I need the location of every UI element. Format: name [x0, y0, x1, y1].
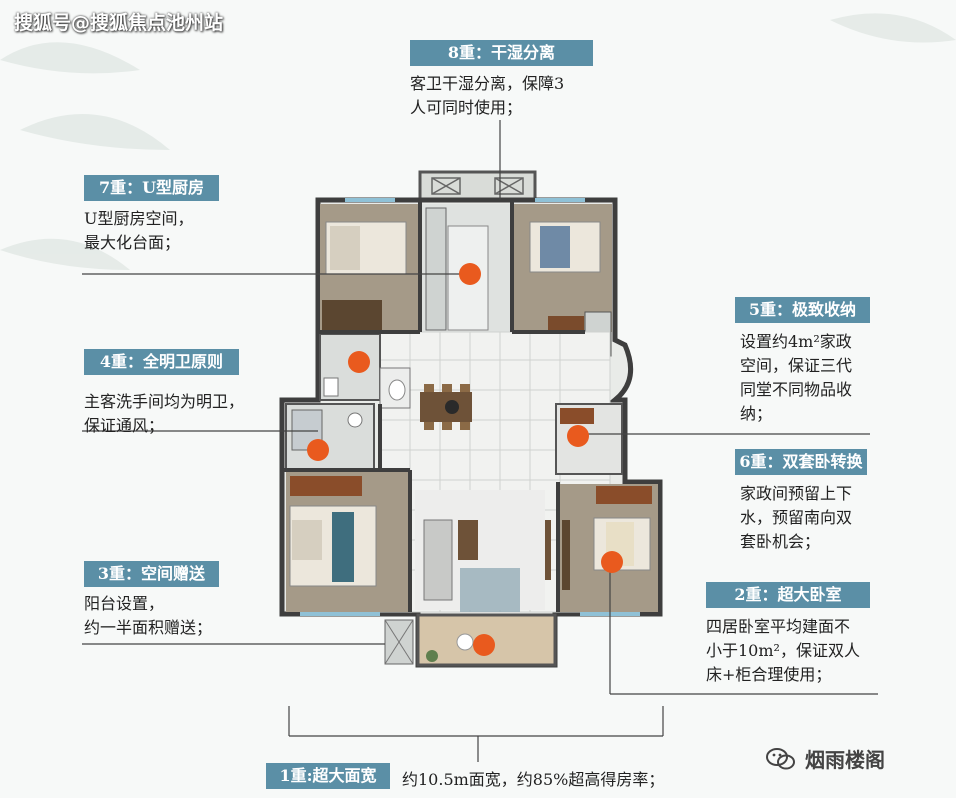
annotation-6-text: 家政间预留上下 水，预留南向双 套卧机会； — [740, 484, 853, 551]
annotation-7-text: U型厨房空间， 最大化台面； — [84, 209, 194, 252]
plan-walls — [279, 170, 663, 668]
wechat-account-mark: 烟雨楼阁 — [766, 744, 885, 776]
annotation-4-tag: 4重：全明卫原则 — [84, 349, 239, 375]
annotation-8-tag: 8重：干湿分离 — [410, 40, 593, 66]
wechat-icon — [766, 747, 796, 776]
annotation-5-tag: 5重：极致收纳 — [735, 297, 870, 323]
source-watermark: 搜狐号@搜狐焦点池州站 — [14, 12, 224, 34]
annotation-7-tag: 7重：U型厨房 — [84, 175, 219, 201]
annotation-1-tag: 1重:超大面宽 — [266, 763, 390, 789]
wechat-account-name: 烟雨楼阁 — [804, 748, 885, 772]
annotation-5-text: 设置约4m²家政 空间，保证三代 同堂不同物品收 纳； — [740, 332, 853, 423]
annotation-3-text: 阳台设置， 约一半面积赠送； — [84, 594, 213, 637]
annotation-6-tag: 6重：双套卧转换 — [735, 449, 867, 475]
markers — [307, 263, 623, 656]
leader-lines — [82, 120, 878, 762]
annotation-2-tag: 2重：超大卧室 — [706, 582, 870, 608]
annotation-2-text: 四居卧室平均建面不 小于10m²，保证双人 床+柜合理使用； — [706, 617, 860, 684]
annotation-8-text: 客卫干湿分离，保障3 人可同时使用； — [410, 74, 565, 117]
annotation-1-text: 约10.5m面宽，约85%超高得房率； — [402, 770, 665, 789]
annotation-3-tag: 3重：空间赠送 — [84, 561, 219, 587]
annotation-4-text: 主客洗手间均为明卫， 保证通风； — [84, 392, 245, 435]
